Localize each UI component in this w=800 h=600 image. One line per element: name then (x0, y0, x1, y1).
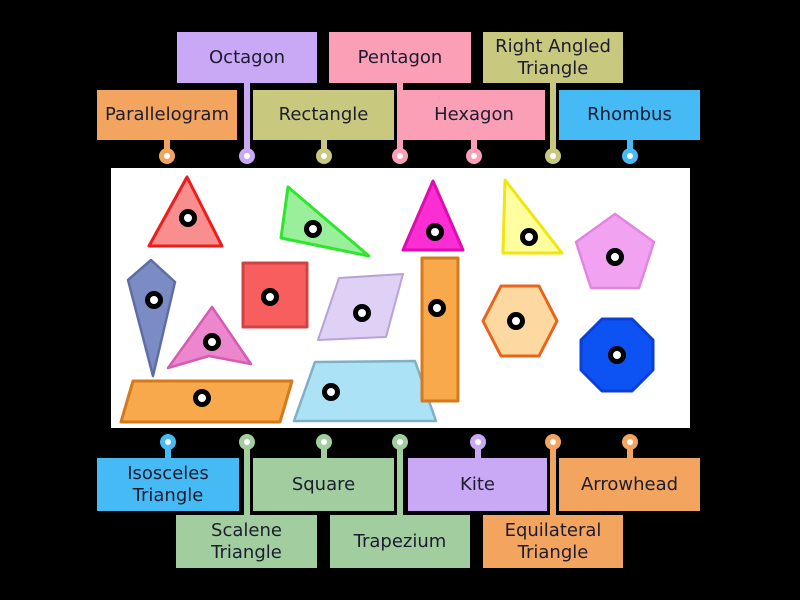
label-trapezium[interactable]: Trapezium (330, 515, 470, 568)
label-right-angled-triangle[interactable]: Right Angled Triangle (483, 32, 623, 83)
shape-scalene-triangle-shape (279, 185, 371, 258)
label-stem-square (320, 442, 327, 458)
label-pin-dot-octagon (239, 148, 255, 164)
label-stem-equilateral-triangle (550, 442, 556, 515)
label-isosceles-triangle[interactable]: Isosceles Triangle (97, 458, 239, 511)
drop-point-marker-octagon-shape[interactable] (608, 346, 626, 364)
label-pin-dot-trapezium (392, 434, 408, 450)
label-kite[interactable]: Kite (408, 458, 547, 511)
label-pin-core (397, 153, 403, 159)
shape-kite-shape (126, 258, 177, 378)
label-pin-core (320, 153, 327, 159)
label-stem-pentagon (397, 83, 403, 156)
shape-trapezium-shape (292, 359, 438, 423)
label-pin-core (165, 439, 171, 445)
label-equilateral-triangle[interactable]: Equilateral Triangle (483, 515, 623, 568)
shape-isosceles-triangle-shape (401, 179, 465, 252)
drop-point-marker-pentagon-shape[interactable] (606, 248, 624, 266)
label-hexagon[interactable]: Hexagon (403, 90, 545, 140)
label-pin-dot-rectangle (315, 148, 332, 164)
label-pin-dot-isosceles-triangle (160, 434, 176, 450)
label-pin-core (550, 439, 556, 445)
label-pin-dot-rhombus (621, 148, 638, 164)
drop-point-marker-isosceles-triangle-shape[interactable] (426, 223, 444, 241)
drop-point-marker-rhombus-shape[interactable] (353, 304, 371, 322)
label-pin-core (244, 153, 250, 159)
label-pin-dot-arrowhead (621, 434, 638, 450)
drop-point-marker-rectangle-shape[interactable] (428, 299, 446, 317)
label-stem-trapezium (397, 442, 403, 515)
label-pin-dot-right-angled-triangle (545, 148, 561, 164)
label-pin-dot-pentagon (392, 148, 408, 164)
label-pin-core (320, 439, 327, 445)
label-stem-right-angled-triangle (550, 83, 556, 156)
label-rectangle[interactable]: Rectangle (253, 90, 394, 140)
label-rhombus[interactable]: Rhombus (559, 90, 700, 140)
label-stem-isosceles-triangle (165, 442, 171, 458)
label-pin-core (474, 439, 481, 445)
label-pin-core (164, 153, 170, 159)
label-pin-core (243, 439, 250, 445)
drop-point-marker-hexagon-shape[interactable] (507, 312, 525, 330)
drop-point-marker-scalene-triangle-shape[interactable] (304, 220, 322, 238)
label-pin-core (471, 153, 477, 159)
label-pin-dot-square (315, 434, 332, 450)
label-pin-core (550, 153, 556, 159)
drop-point-marker-equilateral-triangle-shape[interactable] (179, 209, 197, 227)
label-pin-dot-scalene-triangle (238, 434, 255, 450)
label-pin-dot-kite (469, 434, 486, 450)
label-scalene-triangle[interactable]: Scalene Triangle (176, 515, 317, 568)
drop-point-marker-trapezium-shape[interactable] (322, 383, 340, 401)
drop-point-marker-right-angled-triangle-shape[interactable] (520, 228, 538, 246)
label-arrowhead[interactable]: Arrowhead (559, 458, 700, 511)
drop-point-marker-parallelogram-shape[interactable] (193, 389, 211, 407)
label-stem-kite (474, 442, 481, 458)
label-parallelogram[interactable]: Parallelogram (97, 90, 237, 140)
label-pentagon[interactable]: Pentagon (329, 32, 471, 83)
label-pin-core (626, 439, 633, 445)
label-pin-dot-equilateral-triangle (545, 434, 561, 450)
label-stem-octagon (244, 83, 250, 156)
label-stem-arrowhead (626, 442, 633, 458)
drop-point-marker-square-shape[interactable] (261, 288, 279, 306)
drop-point-marker-arrowhead-shape[interactable] (203, 333, 221, 351)
label-octagon[interactable]: Octagon (177, 32, 317, 83)
drop-point-marker-kite-shape[interactable] (145, 291, 163, 309)
label-square[interactable]: Square (253, 458, 394, 511)
label-pin-dot-hexagon (466, 148, 482, 164)
label-pin-dot-parallelogram (159, 148, 175, 164)
shape-right-angled-triangle-shape (501, 178, 564, 255)
shape-rectangle-shape (420, 256, 460, 403)
label-pin-core (626, 153, 633, 159)
label-stem-scalene-triangle (243, 442, 250, 515)
label-pin-core (397, 439, 403, 445)
